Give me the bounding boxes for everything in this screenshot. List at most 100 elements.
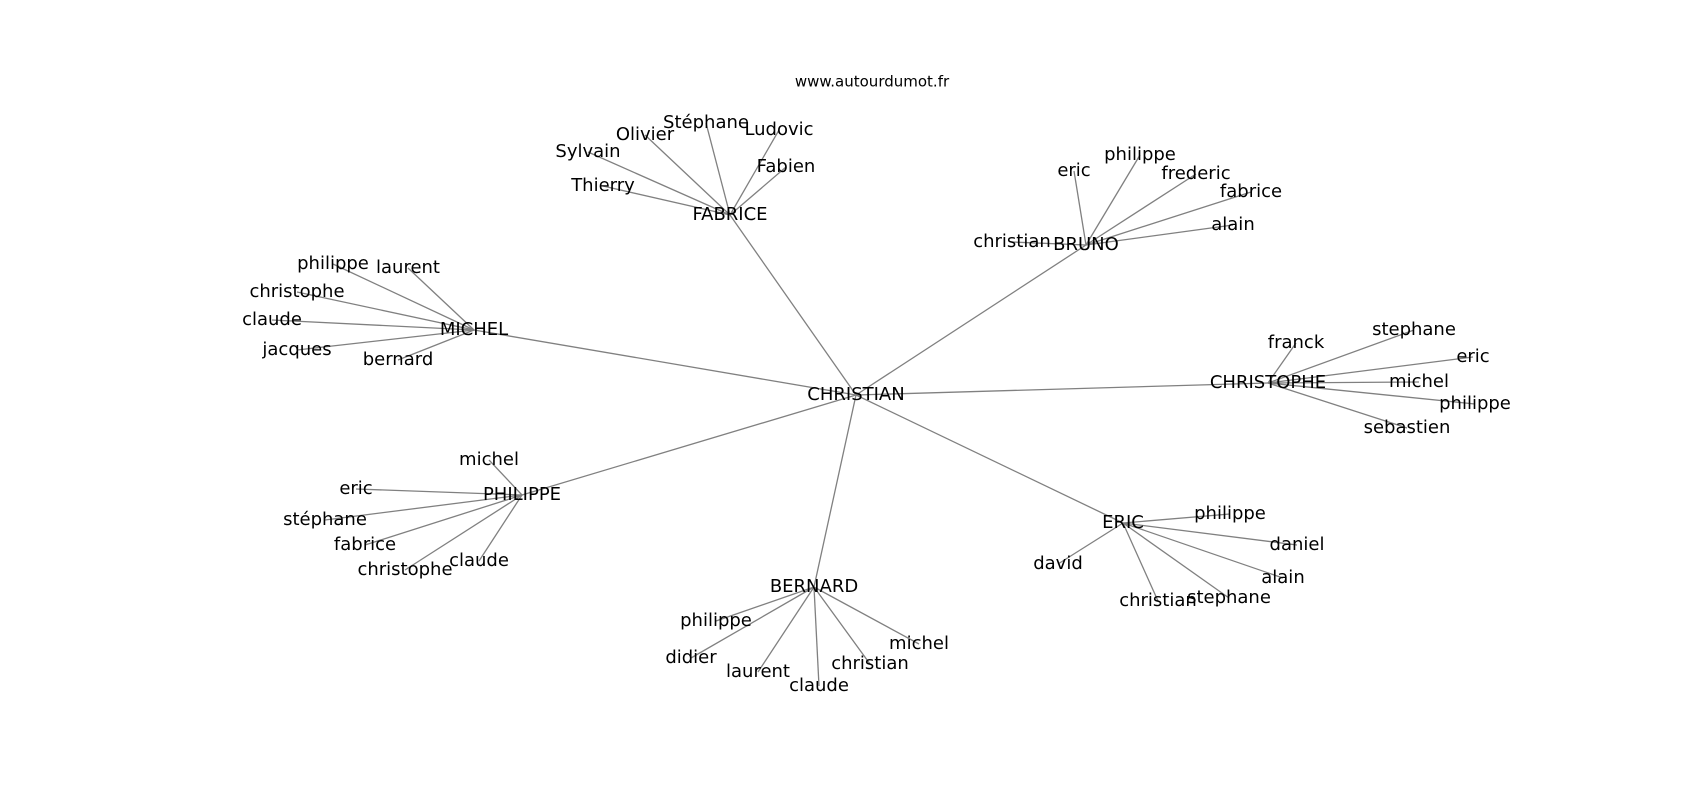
edge-hub-to-leaf: [1057, 522, 1124, 565]
edge-hub-to-leaf: [729, 166, 787, 216]
edge-hub-to-leaf: [296, 291, 475, 331]
leaf-node-label: alain: [1261, 567, 1304, 588]
leaf-node-label: Stéphane: [663, 112, 749, 133]
leaf-node-label: alain: [1211, 214, 1254, 235]
edge-root-to-hub: [855, 244, 1087, 396]
leaf-node-label: eric: [339, 478, 372, 499]
leaf-node-label: bernard: [363, 349, 434, 370]
leaf-node-label: philippe: [1104, 144, 1176, 165]
leaf-node-label: christian: [1119, 590, 1197, 611]
hub-node-label: PHILIPPE: [483, 484, 561, 505]
edge-root-to-hub: [855, 382, 1269, 396]
leaf-node-label: frederic: [1161, 163, 1230, 184]
edge-hub-to-leaf: [705, 122, 731, 216]
leaf-node-label: philippe: [1439, 393, 1511, 414]
graph-edges: [271, 122, 1476, 687]
edge-hub-to-leaf: [1122, 522, 1159, 602]
leaf-node-label: didier: [665, 647, 717, 668]
edge-root-to-hub: [521, 394, 857, 496]
edge-hub-to-leaf: [397, 329, 475, 361]
leaf-node-label: fabrice: [334, 534, 396, 555]
leaf-node-label: christophe: [357, 559, 452, 580]
leaf-node-label: Olivier: [616, 124, 675, 145]
edge-hub-to-leaf: [332, 263, 475, 331]
leaf-node-label: jacques: [261, 339, 331, 360]
leaf-node-label: michel: [889, 633, 949, 654]
leaf-node-label: christian: [973, 231, 1051, 252]
leaf-node-label: eric: [1456, 346, 1489, 367]
edge-hub-to-leaf: [813, 586, 920, 645]
leaf-node-label: laurent: [376, 257, 440, 278]
root-node-label: CHRISTIAN: [807, 384, 904, 405]
leaf-node-label: laurent: [726, 661, 790, 682]
edge-hub-to-leaf: [407, 267, 475, 331]
edge-hub-to-leaf: [488, 459, 523, 496]
edge-hub-to-leaf: [1267, 382, 1408, 429]
edge-hub-to-leaf: [1085, 154, 1141, 246]
leaf-node-label: franck: [1268, 332, 1325, 353]
leaf-node-label: philippe: [680, 610, 752, 631]
leaf-node-label: sebastien: [1364, 417, 1451, 438]
edge-hub-to-leaf: [644, 134, 731, 216]
hub-node-label: FABRICE: [692, 204, 767, 225]
edge-hub-to-leaf: [404, 494, 523, 571]
watermark-text: www.autourdumot.fr: [795, 73, 950, 91]
edge-hub-to-leaf: [1085, 224, 1234, 246]
leaf-node-label: eric: [1057, 160, 1090, 181]
edge-root-to-hub: [729, 214, 857, 396]
edge-hub-to-leaf: [1085, 173, 1197, 246]
edge-hub-to-leaf: [1122, 522, 1298, 546]
edge-hub-to-leaf: [813, 586, 871, 665]
leaf-node-label: claude: [242, 309, 302, 330]
edge-hub-to-leaf: [364, 494, 523, 546]
leaf-node-label: michel: [459, 449, 519, 470]
leaf-node-label: fabrice: [1220, 181, 1282, 202]
edge-hub-to-leaf: [1122, 522, 1230, 599]
leaf-node-label: claude: [449, 550, 509, 571]
leaf-node-label: michel: [1389, 371, 1449, 392]
edge-hub-to-leaf: [1122, 522, 1284, 579]
leaf-node-label: stephane: [1372, 319, 1456, 340]
edge-hub-to-leaf: [757, 586, 815, 673]
edge-hub-to-leaf: [1267, 382, 1476, 405]
leaf-node-label: Fabien: [757, 156, 816, 177]
leaf-node-label: Ludovic: [744, 119, 813, 140]
leaf-node-label: Sylvain: [555, 141, 620, 162]
hub-node-label: MICHEL: [440, 319, 508, 340]
edge-hub-to-leaf: [1011, 241, 1087, 246]
edge-hub-to-leaf: [355, 488, 523, 496]
edge-hub-to-leaf: [602, 185, 731, 216]
hub-node-label: CHRISTOPHE: [1210, 372, 1326, 393]
edge-root-to-hub: [855, 394, 1124, 524]
edge-hub-to-leaf: [587, 151, 731, 216]
leaf-node-label: david: [1033, 553, 1083, 574]
edge-hub-to-leaf: [1122, 513, 1231, 524]
hub-node-label: BERNARD: [770, 576, 858, 597]
edge-hub-to-leaf: [729, 129, 780, 216]
edge-hub-to-leaf: [296, 329, 475, 351]
leaf-node-label: philippe: [1194, 503, 1266, 524]
edge-hub-to-leaf: [271, 319, 475, 331]
edge-hub-to-leaf: [813, 586, 820, 687]
edge-root-to-hub: [813, 394, 857, 588]
edge-hub-to-leaf: [715, 586, 815, 622]
leaf-node-label: christian: [831, 653, 909, 674]
edge-hub-to-leaf: [1267, 381, 1420, 384]
edge-hub-to-leaf: [1267, 356, 1474, 384]
leaf-node-label: philippe: [297, 253, 369, 274]
edge-hub-to-leaf: [1085, 191, 1252, 246]
leaf-node-label: stéphane: [283, 509, 367, 530]
leaf-node-label: stephane: [1187, 587, 1271, 608]
hub-node-label: ERIC: [1102, 512, 1144, 533]
edge-hub-to-leaf: [324, 494, 523, 521]
edge-hub-to-leaf: [690, 586, 815, 659]
leaf-node-label: Thierry: [570, 175, 635, 196]
edge-hub-to-leaf: [478, 494, 523, 562]
edge-hub-to-leaf: [1267, 329, 1415, 384]
leaf-node-label: claude: [789, 675, 849, 696]
hub-node-label: BRUNO: [1053, 234, 1119, 255]
edge-hub-to-leaf: [1073, 170, 1087, 246]
leaf-node-label: daniel: [1270, 534, 1325, 555]
